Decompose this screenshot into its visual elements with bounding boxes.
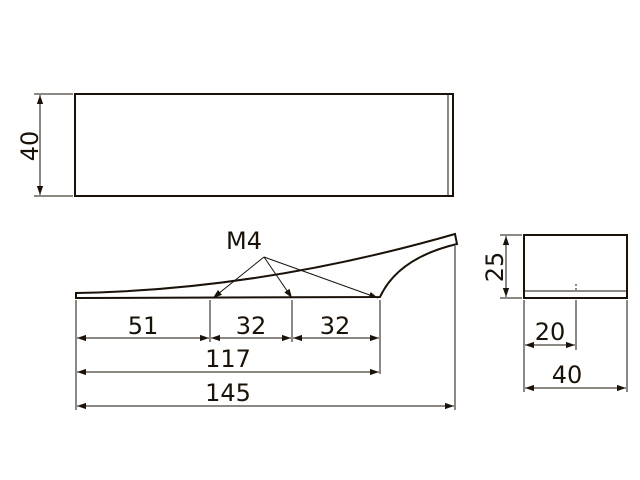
thread-leader-3	[263, 256, 379, 299]
dim-label-20: 20	[535, 318, 566, 346]
side-view: M4 51 32 32 117 145	[75, 227, 459, 410]
dim-label-40: 40	[552, 361, 583, 389]
end-view-outline	[523, 234, 628, 299]
dim-label-51: 51	[128, 312, 159, 340]
end-height-label: 25	[481, 252, 509, 283]
handle-profile	[75, 232, 459, 300]
top-height-label: 40	[16, 131, 44, 162]
end-view: 25 20 40	[481, 234, 628, 392]
thread-leader-1	[212, 256, 265, 299]
thread-label: M4	[226, 227, 262, 255]
dim-label-117: 117	[205, 345, 251, 373]
dim-label-32a: 32	[236, 312, 267, 340]
dim-label-32b: 32	[320, 312, 351, 340]
top-view: 40	[16, 93, 454, 197]
dim-label-145: 145	[205, 379, 251, 407]
top-view-outline	[74, 93, 454, 197]
thread-leader-2	[263, 256, 293, 299]
